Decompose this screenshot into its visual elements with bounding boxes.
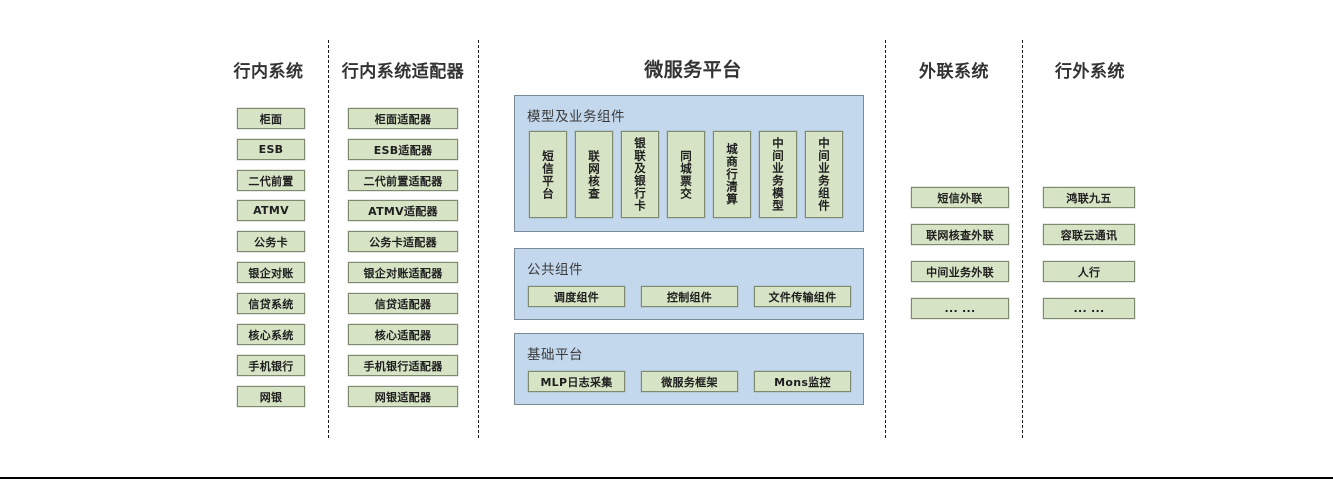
- node-internal-adapter-2[interactable]: ESB适配器: [348, 139, 458, 160]
- node-internal-adapter-8[interactable]: 核心适配器: [348, 324, 458, 345]
- panel-title-model-business-components: 模型及业务组件: [527, 109, 625, 125]
- panel-public-components: 公共组件: [514, 248, 864, 320]
- node-base-platform-2[interactable]: 微服务框架: [641, 371, 738, 392]
- node-internal-adapter-10[interactable]: 网银适配器: [348, 386, 458, 407]
- node-internal-system-6[interactable]: 银企对账: [237, 262, 305, 283]
- node-internal-system-7[interactable]: 信贷系统: [237, 293, 305, 314]
- node-outside-bank-1[interactable]: 鸿联九五: [1043, 187, 1135, 208]
- node-internal-system-10[interactable]: 网银: [237, 386, 305, 407]
- node-model-component-1[interactable]: 短信平台: [529, 131, 567, 218]
- node-internal-adapter-6[interactable]: 银企对账适配器: [348, 262, 458, 283]
- node-model-component-6[interactable]: 中间业务模型: [759, 131, 797, 218]
- node-internal-adapter-7[interactable]: 信贷适配器: [348, 293, 458, 314]
- node-external-link-1[interactable]: 短信外联: [911, 187, 1009, 208]
- node-base-platform-1[interactable]: MLP日志采集: [528, 371, 625, 392]
- node-public-component-2[interactable]: 控制组件: [641, 286, 738, 307]
- panel-title-base-platform: 基础平台: [527, 347, 583, 363]
- column-header-external-link-systems: 外联系统: [919, 62, 989, 82]
- node-external-link-2[interactable]: 联网核查外联: [911, 224, 1009, 245]
- node-model-component-7[interactable]: 中间业务组件: [805, 131, 843, 218]
- column-header-microservice-platform: 微服务平台: [644, 59, 742, 81]
- node-internal-adapter-5[interactable]: 公务卡适配器: [348, 231, 458, 252]
- node-public-component-3[interactable]: 文件传输组件: [754, 286, 851, 307]
- node-internal-adapter-4[interactable]: ATMV适配器: [348, 200, 458, 221]
- node-model-component-5[interactable]: 城商行清算: [713, 131, 751, 218]
- node-internal-system-1[interactable]: 柜面: [237, 108, 305, 129]
- node-internal-system-4[interactable]: ATMV: [237, 200, 305, 221]
- panel-base-platform: 基础平台: [514, 333, 864, 405]
- node-external-link-3[interactable]: 中间业务外联: [911, 261, 1009, 282]
- column-header-outside-bank-systems: 行外系统: [1055, 62, 1125, 82]
- node-internal-system-8[interactable]: 核心系统: [237, 324, 305, 345]
- node-outside-bank-4[interactable]: ... ...: [1043, 298, 1135, 319]
- column-separator-1: [328, 40, 329, 438]
- panel-title-public-components: 公共组件: [527, 262, 583, 278]
- node-internal-system-9[interactable]: 手机银行: [237, 355, 305, 376]
- node-internal-system-5[interactable]: 公务卡: [237, 231, 305, 252]
- node-internal-adapter-3[interactable]: 二代前置适配器: [348, 170, 458, 191]
- node-internal-system-2[interactable]: ESB: [237, 139, 305, 160]
- node-base-platform-3[interactable]: Mons监控: [754, 371, 851, 392]
- node-outside-bank-2[interactable]: 容联云通讯: [1043, 224, 1135, 245]
- column-header-internal-adapters: 行内系统适配器: [341, 62, 465, 82]
- node-model-component-2[interactable]: 联网核查: [575, 131, 613, 218]
- node-internal-adapter-1[interactable]: 柜面适配器: [348, 108, 458, 129]
- column-separator-2: [478, 40, 479, 438]
- node-model-component-3[interactable]: 银联及银行卡: [621, 131, 659, 218]
- node-internal-adapter-9[interactable]: 手机银行适配器: [348, 355, 458, 376]
- node-outside-bank-3[interactable]: 人行: [1043, 261, 1135, 282]
- node-internal-system-3[interactable]: 二代前置: [237, 170, 305, 191]
- node-model-component-4[interactable]: 同城票交: [667, 131, 705, 218]
- bottom-divider: [0, 477, 1333, 479]
- column-separator-4: [1022, 40, 1023, 438]
- node-external-link-4[interactable]: ... ...: [911, 298, 1009, 319]
- column-separator-3: [885, 40, 886, 438]
- node-public-component-1[interactable]: 调度组件: [528, 286, 625, 307]
- column-header-internal-systems: 行内系统: [233, 62, 304, 82]
